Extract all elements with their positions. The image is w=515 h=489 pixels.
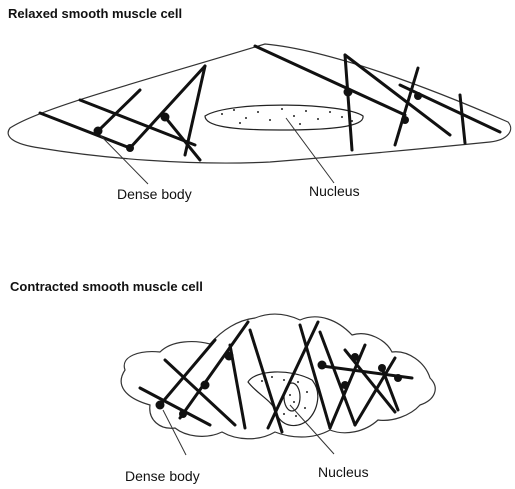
relaxed-cell-membrane [8, 44, 511, 163]
contracted-cell-title: Contracted smooth muscle cell [10, 279, 203, 294]
contracted-dense-body-label: Dense body [125, 468, 200, 484]
relaxed-nucleus [205, 105, 363, 130]
relaxed-cell-title: Relaxed smooth muscle cell [8, 6, 182, 21]
contracted-cell [121, 314, 435, 455]
relaxed-nucleus-label: Nucleus [309, 183, 360, 199]
relaxed-cell [8, 44, 511, 184]
relaxed-dense-body-label: Dense body [117, 186, 192, 202]
contracted-nucleus-label: Nucleus [318, 464, 369, 480]
